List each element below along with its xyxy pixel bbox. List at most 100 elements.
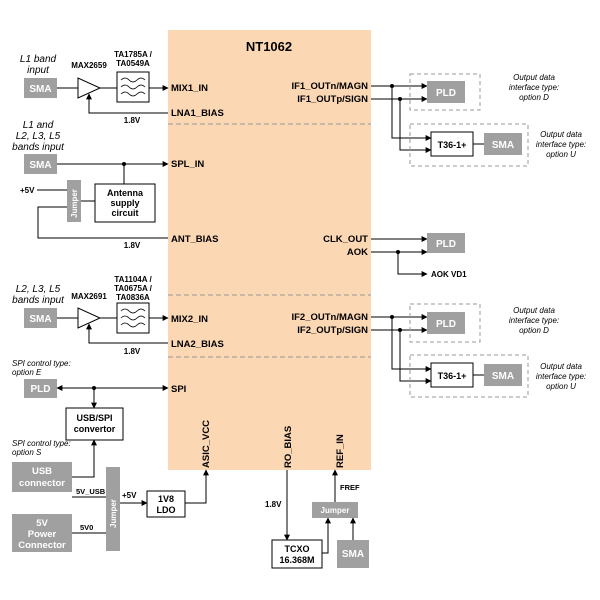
out-d1-label-3: option D (519, 93, 549, 102)
pld-clk-label: PLD (436, 239, 456, 250)
spi-s-label-1: SPI control type: (12, 439, 71, 448)
filter1-label-2: TA0549A (116, 59, 150, 68)
ref-jumper-label: Jumper (321, 506, 350, 515)
sma-spl (24, 154, 57, 174)
tcxo-label-2: 16.368M (279, 555, 314, 565)
chip-title: NT1062 (246, 39, 292, 54)
sma-if2-label: SMA (492, 371, 514, 382)
pin-if1-outp: IF1_OUTp/SIGN (297, 94, 368, 105)
sma-ref (337, 540, 369, 568)
filter1 (116, 71, 150, 103)
pin-if2-outp: IF2_OUTp/SIGN (297, 325, 368, 336)
spi-e-label-2: option E (12, 368, 42, 377)
filter1-symbol (120, 77, 146, 97)
wire-ant-bias (37, 206, 168, 239)
wire-usb-power (72, 462, 95, 478)
pld-if2 (427, 312, 465, 334)
pin-spi: SPI (171, 384, 186, 395)
ldo-5v-label: +5V (122, 491, 137, 500)
pin-lna2-bias: LNA2_BIAS (171, 339, 224, 350)
pin-ro-bias: RO_BIAS (283, 426, 294, 468)
out-u2-label-1: Output data (540, 362, 582, 371)
pin-spl-in: SPL_IN (171, 159, 204, 170)
pin-mix2-in: MIX2_IN (171, 314, 208, 325)
pin-lna1-bias: LNA1_BIAS (171, 108, 224, 119)
usb-connector (12, 462, 72, 492)
out-u1-label-2: interface type: (536, 140, 586, 149)
ldo-label-2: LDO (157, 505, 176, 515)
max2691-label: MAX2691 (71, 292, 107, 301)
wire-if1p-t36 (399, 99, 432, 153)
out-d1-label-1: Output data (513, 73, 555, 82)
out-d1-label-2: interface type: (509, 83, 559, 92)
pin-mix1-in: MIX1_IN (171, 83, 208, 94)
usbspi-label-1: USB/SPI (76, 413, 112, 423)
sma-spl-label: SMA (29, 160, 51, 171)
pld-spi (24, 379, 57, 398)
sma-if1 (484, 133, 522, 155)
lna2-amplifier (77, 307, 102, 329)
antenna-jumper (67, 180, 81, 222)
filter2-label-2: TA0675A / (114, 284, 153, 293)
fref-label: FREF (340, 483, 360, 492)
nt1062-chip (168, 30, 371, 470)
spi-s-label-2: option S (12, 448, 42, 457)
aok-vd1-label: AOK VD1 (431, 270, 467, 279)
filter2-label-3: TA0836A (116, 293, 150, 302)
out-u2-label-2: interface type: (536, 372, 586, 381)
t36-if2-label: T36-1+ (438, 371, 467, 381)
pin-ref-in: REF_IN (335, 434, 346, 468)
pin-ant-bias: ANT_BIAS (171, 234, 219, 245)
v5v0-label: 5V0 (80, 523, 93, 532)
opt-d-group-2 (409, 303, 481, 343)
ref-jumper (312, 502, 358, 518)
l1235-input-label-1: L1 and (23, 120, 54, 131)
opt-u-group-1 (409, 123, 529, 167)
pld-clk (427, 233, 465, 253)
pin-aok: AOK (347, 247, 368, 258)
out-u1-label-1: Output data (540, 130, 582, 139)
wire-aok-vd1 (397, 252, 428, 277)
usbspi-label-2: convertor (74, 424, 116, 434)
ant-bias-voltage: 1.8V (124, 241, 141, 250)
t36-if1 (430, 131, 474, 157)
power-label-2: Power (28, 529, 57, 540)
antenna-label-3: circuit (111, 208, 138, 218)
antenna-supply-circuit (94, 183, 156, 223)
pin-if2-outn: IF2_OUTn/MAGN (291, 312, 368, 323)
sma-l1-label: SMA (29, 84, 51, 95)
lna1-bias-voltage: 1.8V (124, 116, 141, 125)
wire-if1n-t36 (391, 86, 432, 141)
antenna-jumper-label: Jumper (70, 189, 79, 218)
opt-d-group-1 (409, 73, 481, 111)
lna2-bias-voltage: 1.8V (124, 347, 141, 356)
filter1-label-1: TA1785A / (114, 50, 153, 59)
pin-if1-outn: IF1_OUTn/MAGN (291, 81, 368, 92)
antenna-5v-label: +5V (20, 186, 35, 195)
lna1-amplifier (77, 77, 102, 99)
robias-voltage: 1.8V (265, 500, 282, 509)
filter2 (116, 302, 150, 334)
sma-ref-label: SMA (342, 549, 364, 560)
wire-if2p-t36 (399, 330, 432, 384)
antenna-label-2: supply (110, 198, 139, 208)
v5-usb-label: 5V_USB (76, 487, 106, 496)
ldo-label-1: 1V8 (158, 494, 174, 504)
filter2-symbol (120, 308, 146, 328)
l1-input-label-1: L1 band (20, 54, 57, 65)
tcxo (271, 539, 323, 569)
out-d2-label-2: interface type: (509, 316, 559, 325)
sma-l235-label: SMA (29, 314, 51, 325)
pin-clk-out: CLK_OUT (323, 234, 368, 245)
spi-e-label-1: SPI control type: (12, 359, 71, 368)
power-jumper-label: Jumper (109, 499, 118, 528)
out-d2-label-3: option D (519, 326, 549, 335)
t36-if1-label: T36-1+ (438, 140, 467, 150)
wire-ldo-asic (185, 469, 209, 504)
out-u2-label-3: option U (546, 382, 576, 391)
wire-lna2-bias (86, 323, 168, 344)
max2659-label: MAX2659 (71, 61, 107, 70)
usb-label-2: connector (19, 478, 65, 489)
sma-if2 (484, 364, 522, 386)
